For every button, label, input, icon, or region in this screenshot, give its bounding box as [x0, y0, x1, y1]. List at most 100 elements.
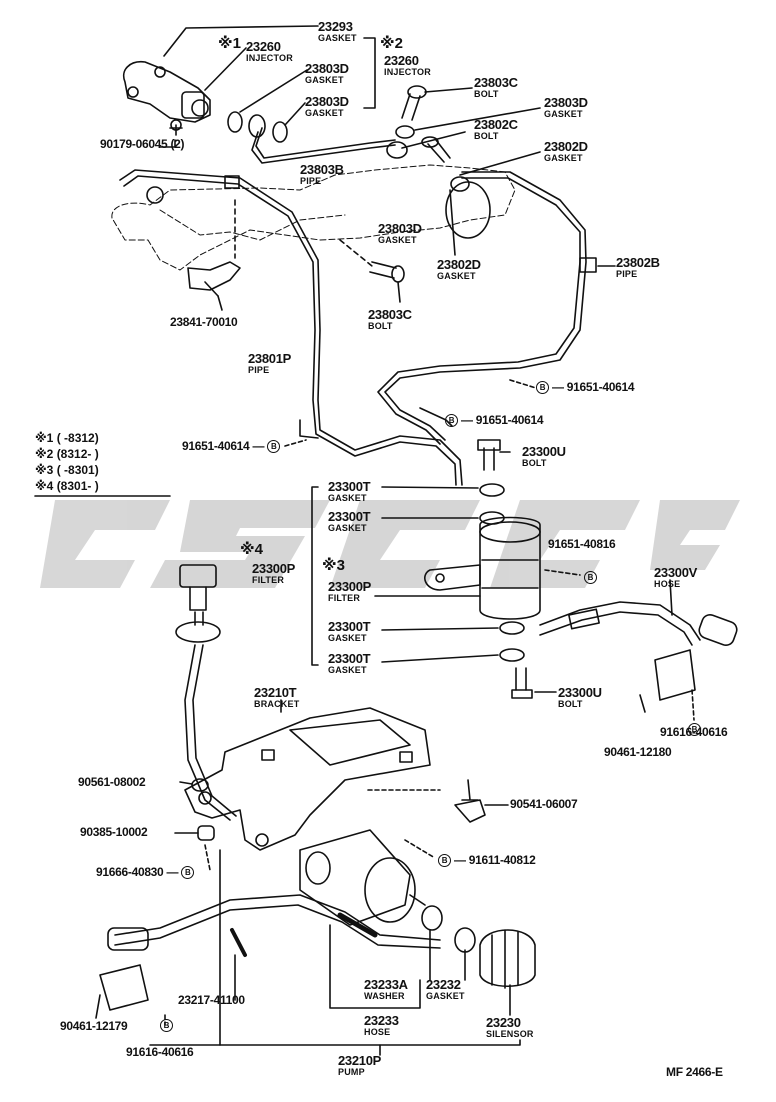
bracket-23210t: [184, 707, 431, 851]
label-23841: 23841-70010: [170, 315, 238, 329]
gasket-drawing: [499, 648, 525, 662]
label-91651-b: B — 91651-40614: [445, 414, 544, 428]
circle-b-91616-a: B: [688, 722, 701, 738]
bolt-drawing: [421, 136, 451, 163]
group-bracket-filter: [311, 486, 319, 666]
label-91616-a: 91616-40616: [660, 725, 728, 739]
banjo-fitting: [386, 141, 408, 159]
clip-23217: [230, 928, 247, 957]
pipe-23803b: [251, 131, 396, 164]
hose-fitting: [107, 927, 149, 951]
bolt-drawing: [511, 667, 533, 699]
gasket-drawing: [272, 121, 288, 143]
legend-serial-ranges: ※1 ( -8312) ※2 (8312- ) ※3 ( -8301) ※4 (…: [35, 431, 99, 493]
vacuum-hose-left: [184, 644, 231, 821]
gasket-drawing: [454, 927, 476, 953]
hose-fitting: [698, 614, 738, 646]
fuel-distributor: [445, 181, 491, 239]
circle-b-91651-d: B: [584, 570, 597, 586]
label-90179: 90179-06045 (2): [100, 137, 185, 151]
label-90461-a: 90461-12180: [604, 745, 672, 759]
washer-drawing: [421, 905, 443, 931]
mark-2: ※2: [380, 35, 403, 52]
label-90461-b: 90461-12179: [60, 1019, 128, 1033]
gasket-drawing: [479, 483, 505, 497]
injector-drawing: [123, 60, 211, 136]
bolt-b-icon: B: [584, 571, 597, 585]
watermark-logo: [40, 500, 740, 588]
bolt-drawing: [477, 439, 501, 471]
gasket-drawing: [395, 125, 415, 139]
label-91651-a: B — 91651-40614: [536, 381, 635, 395]
mark-4: ※4: [240, 541, 263, 558]
pump-23210p: [299, 829, 426, 926]
gasket-drawing: [450, 176, 470, 192]
bolt-b-icon: B: [688, 723, 701, 737]
circle-b-91616-b: B: [160, 1018, 173, 1034]
label-90385: 90385-10002: [80, 825, 148, 839]
bolt-b-icon: B: [438, 854, 451, 868]
cushion-90385: [197, 825, 215, 841]
bolt-b-icon: B: [445, 414, 458, 428]
silensor-drawing: [479, 929, 536, 989]
gasket-drawing: [227, 111, 243, 133]
label-91651-d: 91651-40816: [548, 537, 616, 551]
bolt-drawing: [369, 261, 405, 283]
pipe-fitting: [146, 186, 164, 204]
filter-23300p-left: [175, 564, 221, 643]
pipe-23802b: [384, 171, 587, 441]
label-90561: 90561-08002: [78, 775, 146, 789]
gasket-drawing: [499, 621, 525, 635]
label-91666: 91666-40830 — B: [96, 866, 195, 880]
grommet-90561: [191, 778, 209, 792]
label-23217: 23217-41100: [178, 993, 245, 1007]
bolt-b-icon: B: [160, 1019, 173, 1033]
bolt-b-icon: B: [181, 866, 195, 880]
label-91651-c: 91651-40614 — B: [182, 440, 281, 454]
label-90541: 90541-06007: [510, 797, 578, 811]
label-91616-b: 91616-40616: [126, 1045, 194, 1059]
fuel-filter-drawing: [424, 516, 541, 620]
clamp-90461-12179: [95, 964, 149, 1019]
mark-3: ※3: [322, 557, 345, 574]
hose-23300v: [539, 601, 701, 641]
bolt-b-icon: B: [267, 440, 281, 454]
bolt-drawing: [401, 85, 427, 121]
clamp-23841: [187, 261, 241, 297]
mark-1: ※1: [218, 35, 241, 52]
nut-90541: [454, 799, 486, 823]
group-bracket-injector: [363, 37, 376, 109]
label-91611: B — 91611-40812: [438, 854, 536, 868]
hose-23233: [114, 894, 441, 941]
pipe-23801p: [119, 169, 463, 486]
footer-diagram-code: MF 2466-E: [666, 1065, 723, 1079]
